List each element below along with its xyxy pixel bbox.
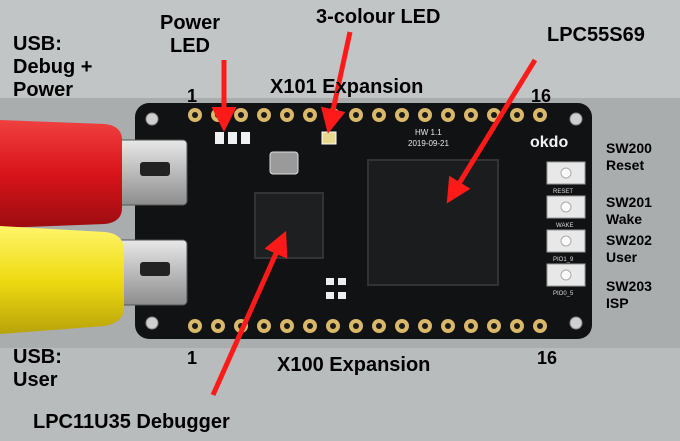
pin-16-top-label: 16	[531, 86, 552, 106]
header-pad-hole	[261, 323, 267, 329]
pin-16-bottom-label: 16	[537, 348, 558, 368]
lpc11u35-chip	[254, 192, 324, 259]
wake-button-cap	[560, 201, 572, 213]
x100-header-pads	[188, 319, 547, 333]
power-led-line2: LED	[170, 35, 210, 57]
sw200-label: SW200 Reset	[606, 140, 652, 174]
button-silk-label: PIO1_9	[553, 257, 574, 263]
pin-1-top-label: 1	[187, 86, 198, 106]
header-pad-hole	[399, 323, 405, 329]
sw200-name: SW200	[606, 140, 652, 156]
rgb-led-component	[321, 131, 337, 145]
sw202-function: User	[606, 249, 638, 265]
user-button-cap	[560, 235, 572, 247]
header-pad-hole	[376, 323, 382, 329]
passive-component	[326, 292, 334, 299]
x101-expansion-label: X101 Expansion	[270, 76, 424, 98]
button-silk-label: WAKE	[556, 223, 573, 229]
sw201-function: Wake	[606, 211, 643, 227]
arrow-lpc11u35	[210, 230, 288, 397]
header-pad-hole	[261, 112, 267, 118]
usb-debug-power-label: USB: Debug + Power	[13, 33, 92, 102]
header-pad-hole	[353, 323, 359, 329]
usb-debug-power-line1: USB:	[13, 33, 62, 55]
header-pad-hole	[422, 112, 428, 118]
lpc55s69-chip	[367, 159, 499, 286]
okdo-logo: okdo	[530, 134, 568, 151]
power-led-label: Power LED	[152, 12, 228, 58]
crystal	[269, 151, 299, 175]
sw203-name: SW203	[606, 278, 652, 294]
arrow-lpc55s69	[446, 58, 538, 204]
header-pad-hole	[192, 323, 198, 329]
power-led-component	[228, 132, 237, 144]
header-pad-hole	[399, 112, 405, 118]
lpc11u35-debugger-label: LPC11U35 Debugger	[33, 411, 230, 433]
mount-hole	[569, 316, 583, 330]
header-pad-hole	[422, 323, 428, 329]
sw201-label: SW201 Wake	[606, 194, 652, 228]
mount-hole	[145, 112, 159, 126]
header-pad-hole	[445, 112, 451, 118]
passive-component	[338, 292, 346, 299]
reset-button-cap	[560, 167, 572, 179]
header-pad-hole	[330, 323, 336, 329]
usb-port-opening	[140, 262, 170, 276]
pcb-board: HW 1.1 2019-09-21 okdo RESET WAKE PIO1_9…	[135, 103, 592, 339]
usb-debug-power-line2: Debug +	[13, 56, 93, 78]
header-pad-hole	[284, 112, 290, 118]
sw202-label: SW202 User	[606, 232, 652, 266]
usb-user-line1: USB:	[13, 346, 62, 368]
header-pad-hole	[514, 323, 520, 329]
power-led-component	[215, 132, 224, 144]
lpc55s69-label: LPC55S69	[547, 24, 645, 46]
header-pad-hole	[238, 112, 244, 118]
board-hw-version: HW 1.1	[415, 128, 442, 137]
button-silk-label: PIO0_5	[553, 291, 574, 297]
header-pad-hole	[491, 323, 497, 329]
power-led-line1: Power	[159, 12, 221, 34]
button-silk-label: RESET	[553, 189, 573, 195]
sw202-name: SW202	[606, 232, 652, 248]
header-pad-hole	[215, 323, 221, 329]
board-date: 2019-09-21	[408, 139, 449, 148]
header-pad-hole	[215, 112, 221, 118]
x100-expansion-label: X100 Expansion	[277, 354, 431, 376]
yellow-usb-cable	[0, 226, 124, 334]
mount-hole	[145, 316, 159, 330]
header-pad-hole	[537, 112, 543, 118]
header-pad-hole	[353, 112, 359, 118]
usb-debug-power-line3: Power	[13, 79, 74, 101]
sw203-label: SW203 ISP	[606, 278, 652, 312]
header-pad-hole	[491, 112, 497, 118]
sw203-function: ISP	[606, 295, 629, 311]
usb-port-opening	[140, 162, 170, 176]
header-pad-hole	[468, 112, 474, 118]
button-column: RESET WAKE PIO1_9 PIO0_5	[546, 161, 586, 297]
header-pad-hole	[537, 323, 543, 329]
passive-component	[326, 278, 334, 285]
header-pad-hole	[284, 323, 290, 329]
sw201-name: SW201	[606, 194, 652, 210]
header-pad-hole	[376, 112, 382, 118]
header-pad-hole	[307, 112, 313, 118]
isp-button-cap	[560, 269, 572, 281]
sw200-function: Reset	[606, 157, 645, 173]
header-pad-hole	[445, 323, 451, 329]
header-pad-hole	[192, 112, 198, 118]
arrow-3-colour-led	[320, 31, 353, 134]
usb-user-label: USB: User	[13, 346, 62, 392]
header-pad-hole	[468, 323, 474, 329]
header-pad-hole	[307, 323, 313, 329]
pin-1-bottom-label: 1	[187, 348, 198, 368]
three-colour-led-label: 3-colour LED	[316, 6, 441, 28]
power-led-component	[241, 132, 250, 144]
mount-hole	[569, 112, 583, 126]
red-usb-cable	[0, 120, 122, 228]
passive-component	[338, 278, 346, 285]
header-pad-hole	[514, 112, 520, 118]
usb-user-line2: User	[13, 369, 58, 391]
